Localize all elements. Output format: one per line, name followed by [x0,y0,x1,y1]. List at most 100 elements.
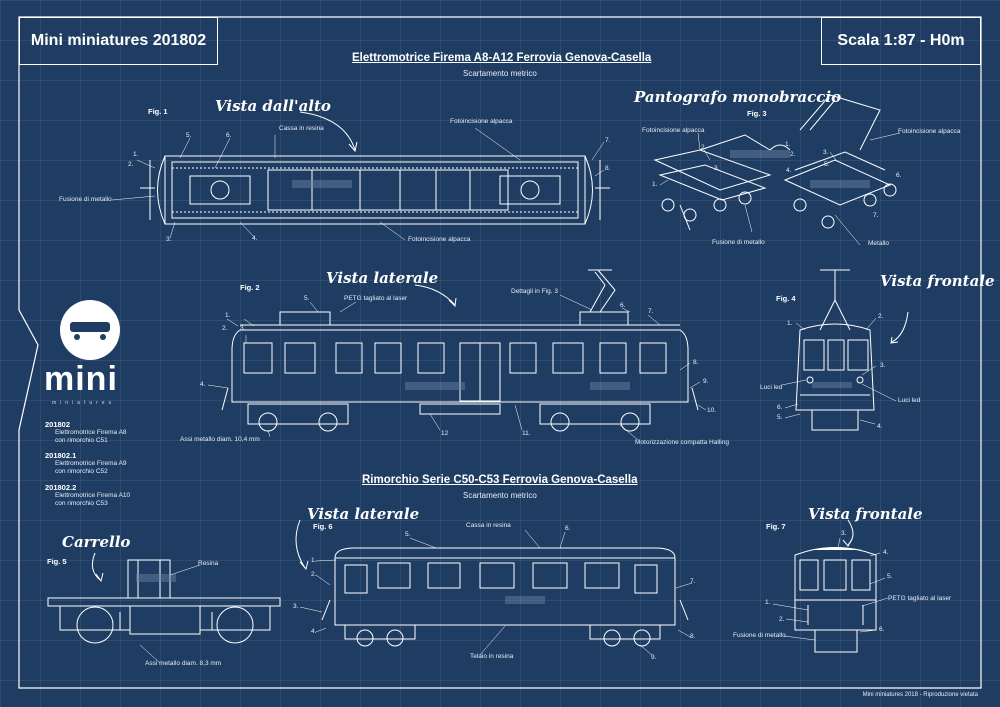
fig3-num-4b: 4. [786,167,792,174]
fig6-heading: Vista laterale [307,505,420,523]
fig2-callout-dettagli: Dettagli in Fig. 3 [511,288,558,295]
fig1-num-6: 6. [226,132,232,139]
fig7-callout-petg: PETG tagliato al laser [888,595,952,602]
fig5-callout-resina: Resina [198,560,219,567]
fig7-label: Fig. 7 [766,522,786,531]
fig1-callout-fusione: Fusione di metallo [59,196,112,203]
fig1-num-5: 5. [186,132,192,139]
fig3-num-1b: 1. [785,141,791,148]
footer-copyright: Mini miniatures 2018 - Riproduzione viet… [862,692,978,698]
fig2-label: Fig. 2 [240,283,260,292]
variant-code: 201802.2 [45,482,77,492]
fig3-callout-foto-left: Fotoincisione alpacca [642,127,705,134]
fig1-callout-fotoincisione-top: Fotoincisione alpacca [450,118,513,125]
fig1-num-3: 3. [166,236,172,243]
fig7-heading: Vista frontale [808,505,923,523]
fig3-num-2a: 2. [701,144,707,151]
fig3-num-3b: 3. [823,149,829,156]
variant-list: 201802 Elettromotrice Firema A8 con rimo… [45,414,205,508]
fig1-num-8: 8. [605,165,611,172]
section1-subtitle: Scartamento metrico [463,69,537,78]
fig1-num-7: 7. [605,137,611,144]
fig3-num-7b: 7. [873,212,879,219]
fig3-num-2b: 2. [790,151,796,158]
fig6-num-8: 8. [690,633,696,640]
fig6-label: Fig. 6 [313,522,333,531]
fig6-num-7: 7. [690,578,696,585]
fig5-callout-assi: Assi metallo diam. 8,3 mm [145,660,222,667]
fig2-num-1: 1. [225,312,231,319]
fig1-heading: Vista dall'alto [215,97,331,115]
fig1-label: Fig. 1 [148,107,168,116]
fig4-heading: Vista frontale [880,272,995,290]
variant-line: Elettromotrice Firema A8 [55,429,127,436]
section2-title: Rimorchio Serie C50-C53 Ferrovia Genova-… [362,474,638,486]
variant-line: Elettromotrice Firema A9 [55,460,127,468]
fig7-callout-fusione: Fusione di metallo [733,632,786,639]
fig7-num-2: 2. [779,616,785,623]
fig6-num-5: 5. [405,531,411,538]
fig7-num-4: 4. [883,549,889,556]
fig7-num-6: 6. [879,626,885,633]
fig6-num-3: 3. [293,603,299,610]
fig1-num-2: 2. [128,161,134,168]
fig1-num-4: 4. [252,235,258,242]
fig2-num-5: 5. [304,295,310,302]
fig2-num-7: 7. [648,308,654,315]
header-left-title: Mini miniatures 201802 [19,17,218,65]
fig6-num-4: 4. [311,628,317,635]
variant-item: 201802.1 Elettromotrice Firema A9 con ri… [45,451,205,476]
fig7-num-1: 1. [765,599,771,606]
fig1-num-1: 1. [133,151,139,158]
fig6-callout-telaio: Telaio in resina [470,653,514,660]
fig4-num-2: 2. [878,313,884,320]
fig6-num-6: 6. [565,525,571,532]
fig3-num-6b: 6. [896,172,902,179]
fig4-num-4: 4. [877,423,883,430]
fig4-callout-luci-left: Luci led [760,384,783,391]
fig4-num-1: 1. [787,320,793,327]
fig2-num-4: 4. [200,381,206,388]
variant-code: 201802.1 [45,451,77,461]
header-right-title: Scala 1:87 - H0m [821,17,981,65]
fig4-num-6: 6. [777,404,783,411]
variant-line: Elettromotrice Firema A10 [55,491,131,499]
variant-code: 201802 [45,420,71,429]
fig2-num-9: 9. [703,378,709,385]
brand-wordmark: mini [44,360,118,398]
fig3-callout-fusione: Fusione di metallo [712,239,765,246]
variant-line: con rimorchio C52 [55,468,108,476]
variant-line: con rimorchio C51 [55,437,108,445]
fig2-num-2: 2. [222,325,228,332]
fig3-callout-metallo: Metallo [868,240,889,247]
fig3-num-5b: 5. [824,161,830,168]
fig4-num-5: 5. [777,414,783,421]
section2-subtitle: Scartamento metrico [463,491,537,500]
fig3-heading: Pantografo monobraccio [634,88,842,106]
fig2-num-11: 11. [522,430,531,437]
fig2-callout-assi: Assi metallo diam. 10,4 mm [180,436,260,443]
fig2-num-8: 8. [693,359,699,366]
fig2-callout-petg: PETG tagliato al laser [344,295,408,302]
fig2-num-12: 12 [441,430,449,437]
fig6-callout-cassa: Cassa in resina [466,522,511,529]
fig3-num-1a: 1. [652,181,658,188]
fig7-num-5: 5. [887,573,893,580]
fig2-num-6: 6. [620,302,626,309]
fig6-num-9: 9. [651,654,657,661]
fig2-callout-motor: Motorizzazione compatta Halling [635,439,729,446]
variant-item: 201802 Elettromotrice Firema A8 con rimo… [45,420,205,445]
fig3-num-3a: 3. [714,165,720,172]
section1-title: Elettromotrice Firema A8-A12 Ferrovia Ge… [352,52,652,64]
fig1-callout-fotoincisione-bottom: Fotoincisione alpacca [408,236,471,243]
brand-tagline: miniatures [52,400,116,406]
